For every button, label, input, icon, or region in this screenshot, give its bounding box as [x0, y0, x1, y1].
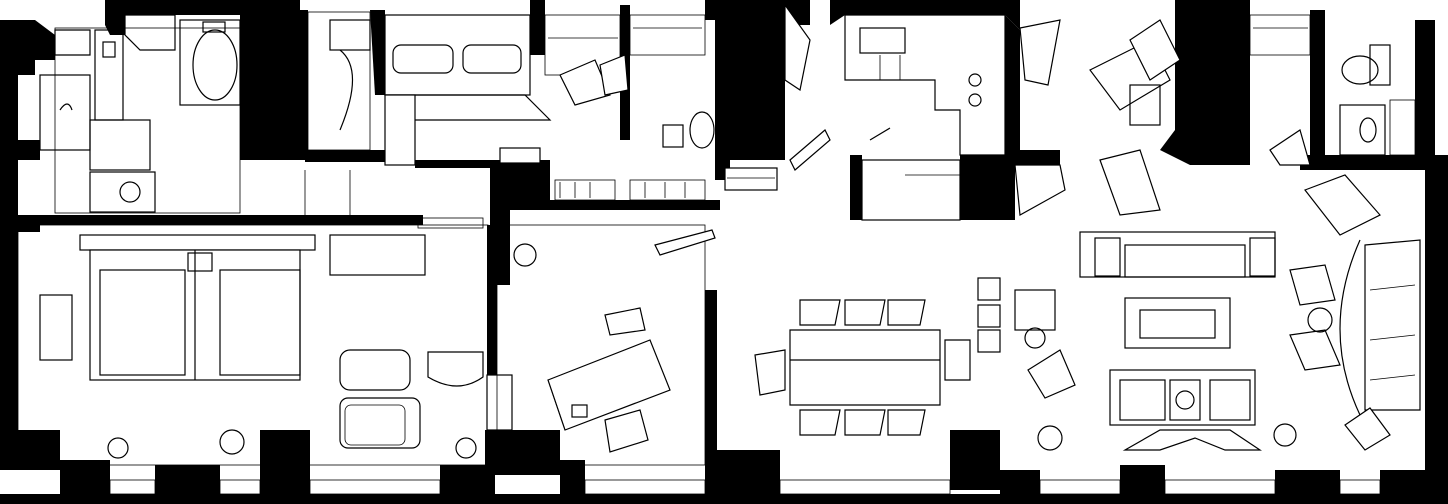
- bathroom-left: [39, 14, 241, 214]
- bedroom: [17, 224, 513, 466]
- closets: [499, 14, 778, 201]
- living: [1079, 174, 1421, 451]
- study: [496, 224, 716, 466]
- windows: [109, 479, 1381, 495]
- bathroom-right: [1089, 14, 1416, 216]
- dining: [754, 277, 1076, 451]
- kitchen: [784, 3, 1066, 221]
- corridor-top: [304, 11, 552, 229]
